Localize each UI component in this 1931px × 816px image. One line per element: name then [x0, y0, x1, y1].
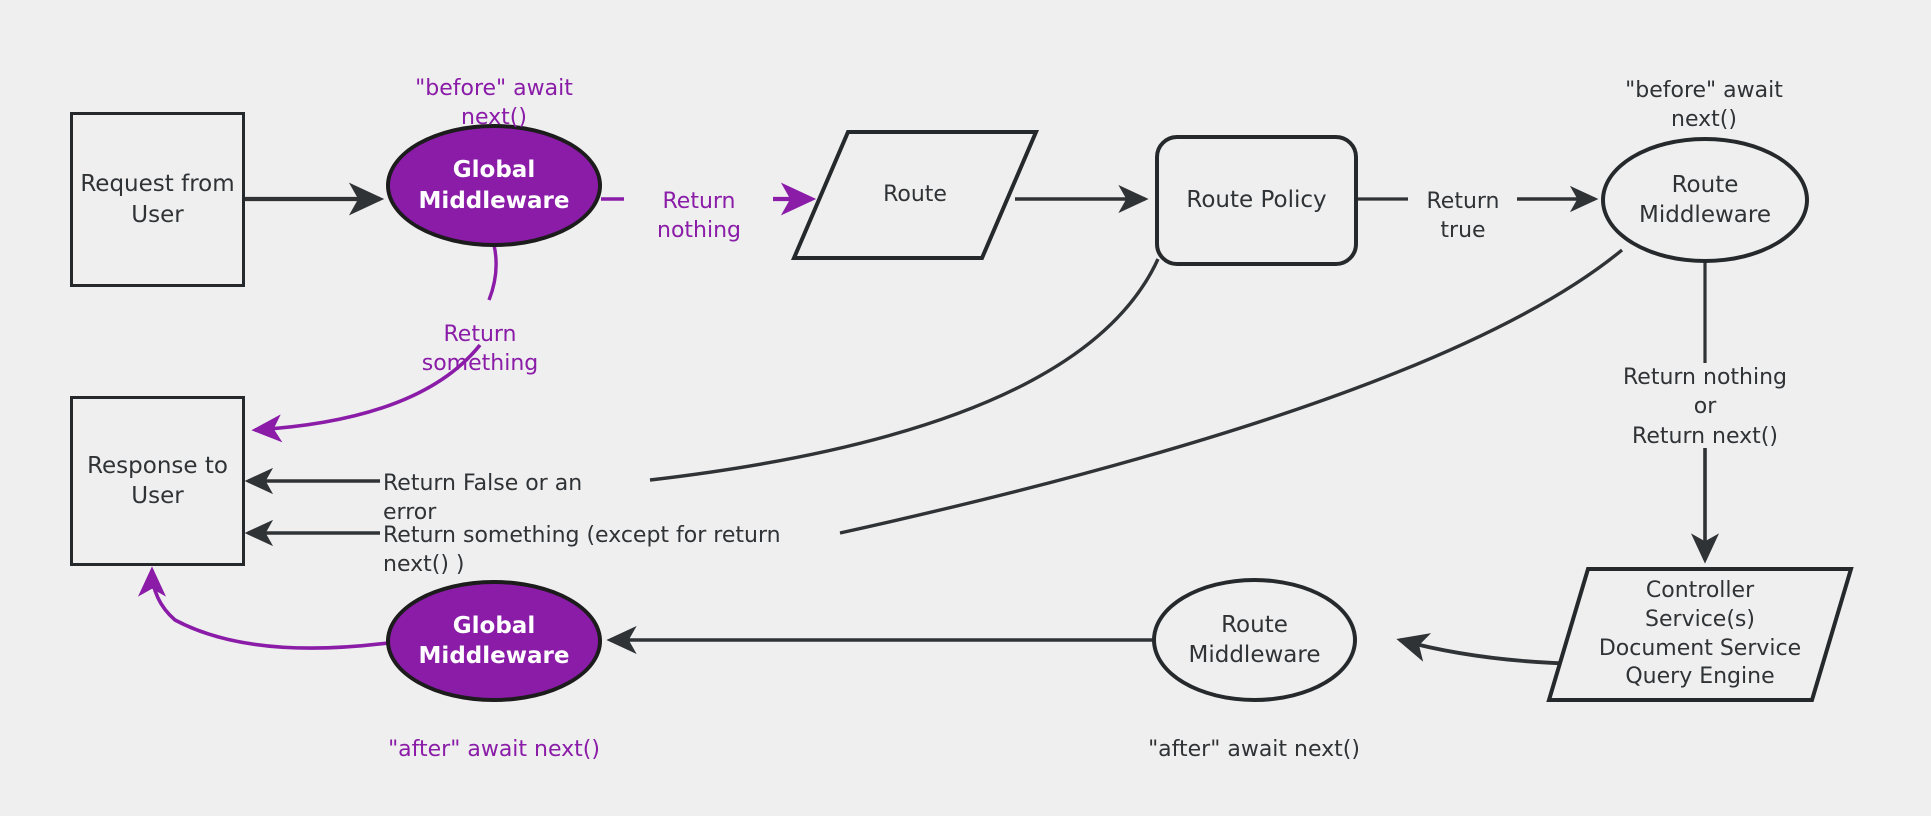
edge-label-return-something-except-next: Return something (except for return next… — [383, 523, 781, 578]
annotation-after-await-next-global: "after" await next() — [388, 737, 600, 762]
route-parallelogram-shape — [790, 128, 1040, 262]
edge-return-something-to-response — [251, 343, 482, 443]
node-route-middleware-before[interactable]: Route Middleware — [1601, 137, 1809, 263]
edge-global-middleware-after-to-response — [137, 566, 389, 650]
edge-label-return-nothing-or-next: Return nothing or Return next() — [1623, 365, 1787, 449]
edge-global-middleware-return-something-stub — [487, 244, 498, 301]
node-route-middleware-after[interactable]: Route Middleware — [1152, 578, 1357, 702]
node-response-to-user-label: Response to User — [87, 452, 228, 509]
node-global-middleware-after-label: Global Middleware — [418, 612, 570, 669]
node-controller-services-label: Controller Service(s) Document Service Q… — [1598, 578, 1802, 690]
node-route-policy[interactable]: Route Policy — [1155, 135, 1358, 266]
edge-label-return-nothing: Return nothing — [657, 189, 741, 244]
node-route-middleware-after-label: Route Middleware — [1188, 611, 1321, 668]
annotation-before-await-next-route: "before" await next() — [1625, 78, 1783, 133]
node-global-middleware-after[interactable]: Global Middleware — [386, 580, 602, 702]
node-route-middleware-before-label: Route Middleware — [1639, 171, 1771, 228]
annotation-after-await-next-route: "after" await next() — [1148, 737, 1360, 762]
node-route-policy-label: Route Policy — [1186, 187, 1327, 214]
annotation-before-await-next-global: "before" await next() — [415, 76, 573, 131]
node-route[interactable]: Route — [790, 128, 1040, 262]
edge-label-return-something: Return something — [421, 322, 539, 377]
node-global-middleware-before[interactable]: Global Middleware — [386, 124, 602, 247]
node-request-from-user-label: Request from User — [80, 171, 235, 228]
edge-label-return-false-or-error: Return False or an error — [383, 471, 583, 526]
node-response-to-user[interactable]: Response to User — [70, 396, 245, 566]
edge-label-return-true: Return true — [1426, 189, 1500, 244]
node-request-from-user[interactable]: Request from User — [70, 112, 245, 287]
edge-route-policy-to-return-false — [649, 258, 1160, 482]
node-controller-services[interactable]: Controller Service(s) Document Service Q… — [1545, 565, 1855, 704]
node-route-label: Route — [883, 181, 947, 207]
node-global-middleware-before-label: Global Middleware — [418, 157, 570, 214]
edge-route-middleware-to-return-something-except — [839, 248, 1624, 535]
controller-parallelogram-shape — [1545, 565, 1855, 704]
